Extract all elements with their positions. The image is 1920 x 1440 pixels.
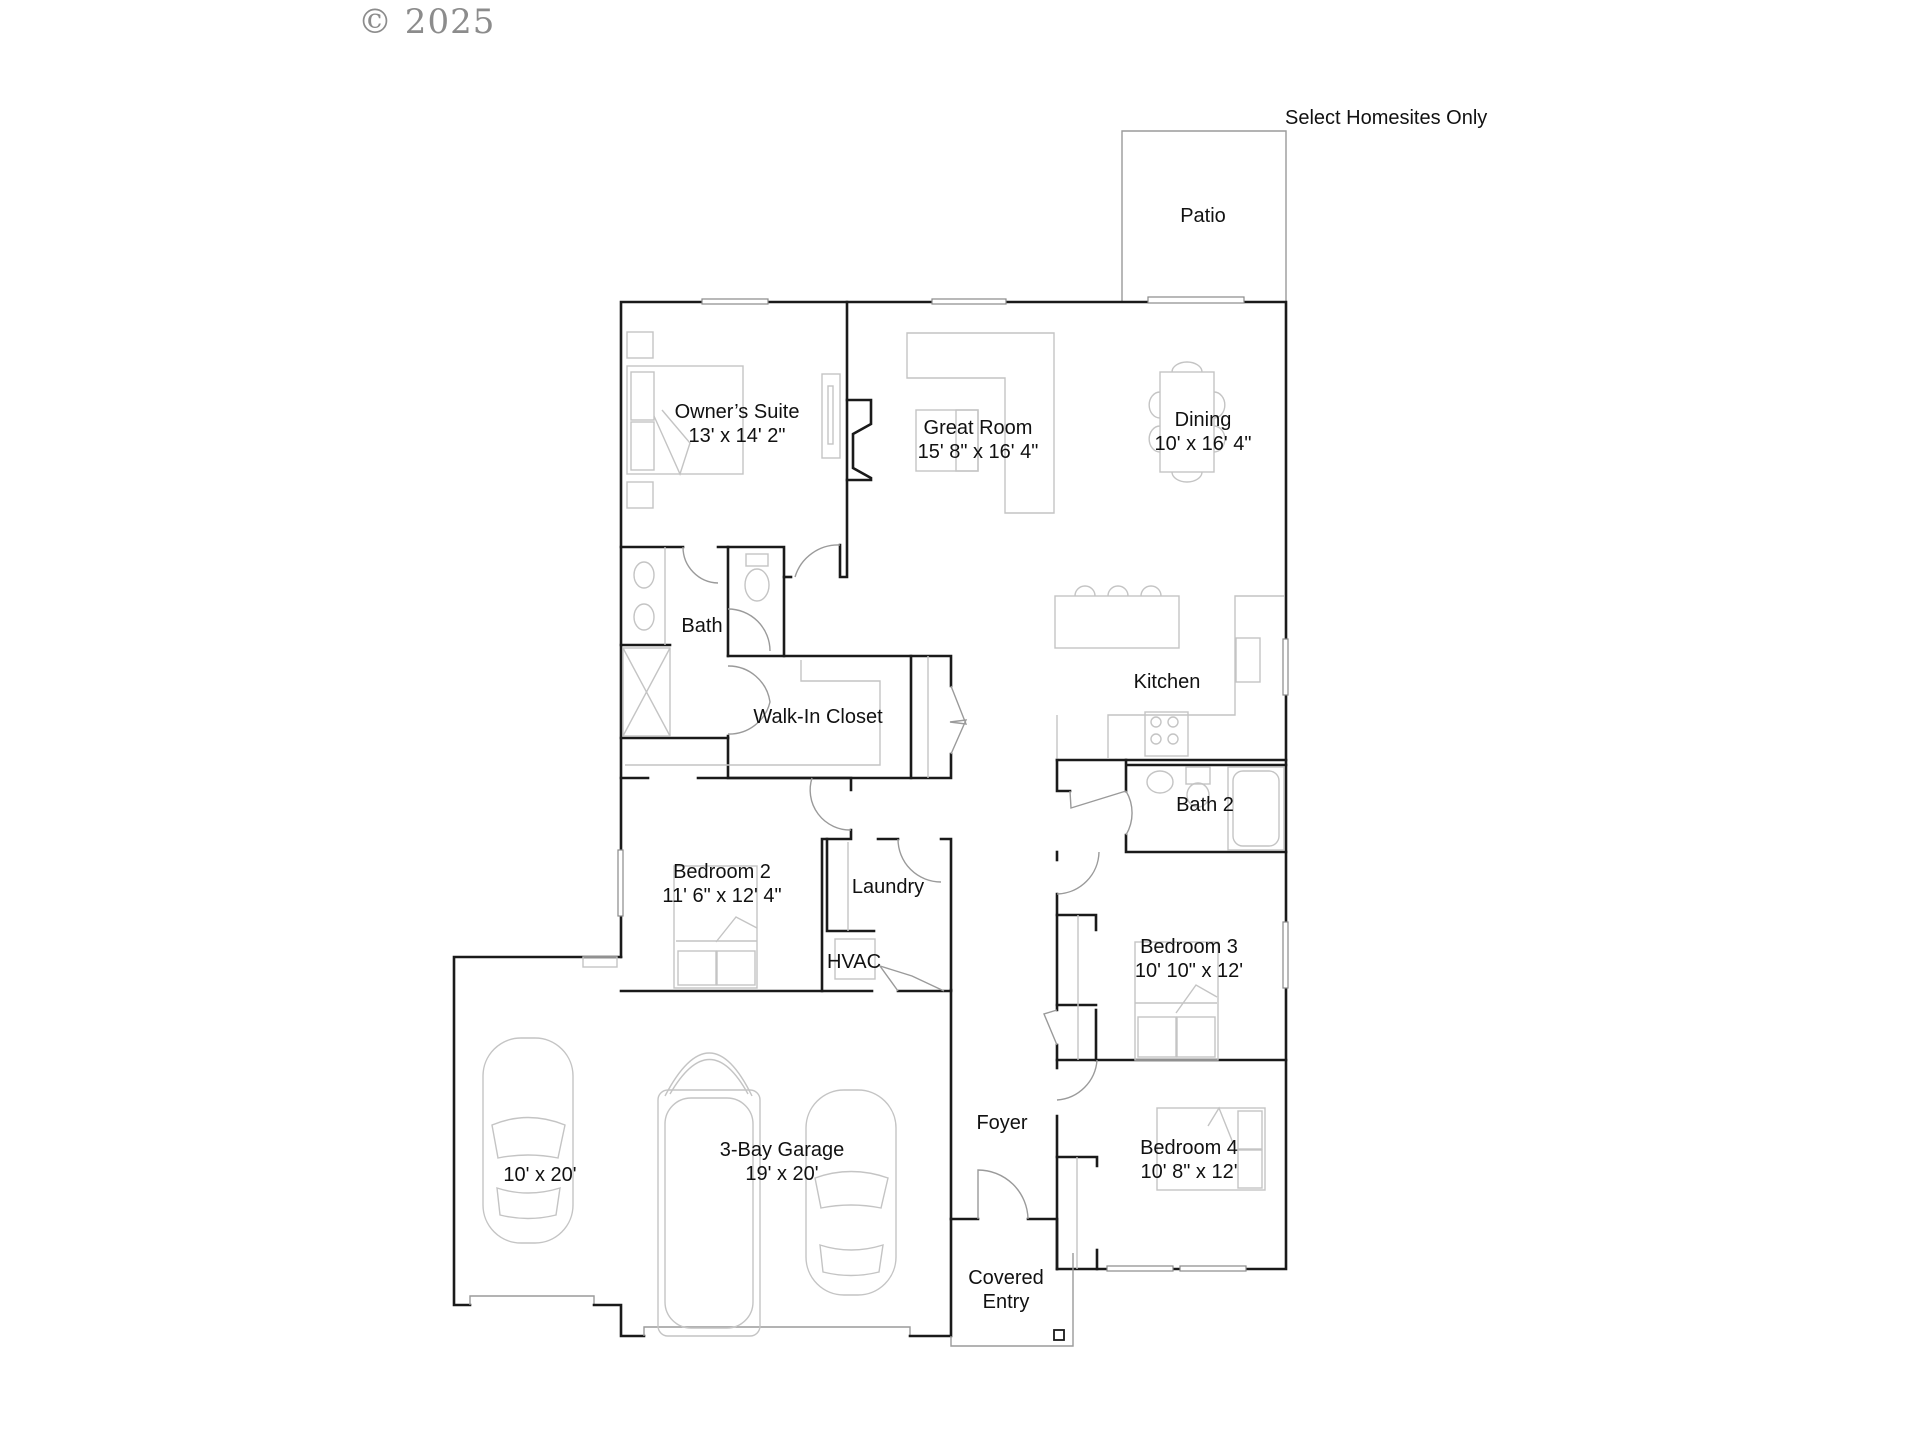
room-name: 3-Bay Garage — [719, 1139, 845, 1161]
room-patio: Patio — [1180, 205, 1226, 227]
room-size: 11' 6" x 12' 4" — [662, 885, 782, 907]
room-walk-in-closet: Walk-In Closet — [753, 706, 883, 728]
room-name: Dining — [1174, 409, 1232, 431]
room-size: 15' 8" x 16' 4" — [917, 441, 1039, 463]
door-swings — [682, 544, 1133, 1220]
room-foyer: Foyer — [976, 1112, 1028, 1134]
van-center — [657, 1052, 761, 1337]
room-bath: Bath — [681, 615, 723, 637]
room-covered-entry: Covered Entry — [968, 1267, 1044, 1313]
windows — [617, 296, 1289, 1272]
room-dining: Dining 10' x 16' 4" — [1154, 408, 1251, 456]
room-owners-suite: Owner’s Suite 13' x 14' 2" — [675, 400, 800, 448]
room-name: Bedroom 2 — [673, 861, 771, 883]
room-bath-2: Bath 2 — [1176, 794, 1234, 816]
patio-outline — [1121, 130, 1287, 302]
room-bedroom-2: Bedroom 2 11' 6" x 12' 4" — [662, 860, 781, 908]
room-size: 19' x 20' — [745, 1163, 819, 1185]
room-great-room: Great Room 15' 8" x 16' 4" — [918, 416, 1039, 464]
room-size: 10' x 16' 4" — [1154, 433, 1252, 455]
room-size: 10' 10" x 12' — [1134, 960, 1244, 982]
room-name: Bedroom 4 — [1140, 1137, 1238, 1159]
room-name: Owner’s Suite — [674, 401, 800, 423]
room-garage-bay-3: 10' x 20' — [503, 1163, 576, 1187]
room-name: Great Room — [923, 417, 1033, 439]
interior-walls — [619, 300, 1288, 1271]
room-bedroom-3: Bedroom 3 10' 10" x 12' — [1135, 935, 1243, 983]
car-right — [805, 1089, 897, 1296]
room-bedroom-4: Bedroom 4 10' 8" x 12' — [1140, 1136, 1238, 1184]
room-hvac: HVAC — [826, 951, 882, 973]
room-size: 10' 8" x 12' — [1140, 1161, 1238, 1183]
homesite-note: Select Homesites Only — [1285, 107, 1488, 129]
room-laundry: Laundry — [851, 876, 925, 898]
room-garage: 3-Bay Garage 19' x 20' — [720, 1138, 845, 1186]
room-size: 10' x 20' — [503, 1164, 577, 1186]
car-left — [482, 1037, 574, 1244]
room-name: Bedroom 3 — [1140, 936, 1238, 958]
room-size: 13' x 14' 2" — [688, 425, 786, 447]
copyright-watermark: © 2025 — [358, 2, 496, 42]
room-kitchen: Kitchen — [1133, 671, 1201, 693]
furniture — [482, 331, 1285, 1337]
